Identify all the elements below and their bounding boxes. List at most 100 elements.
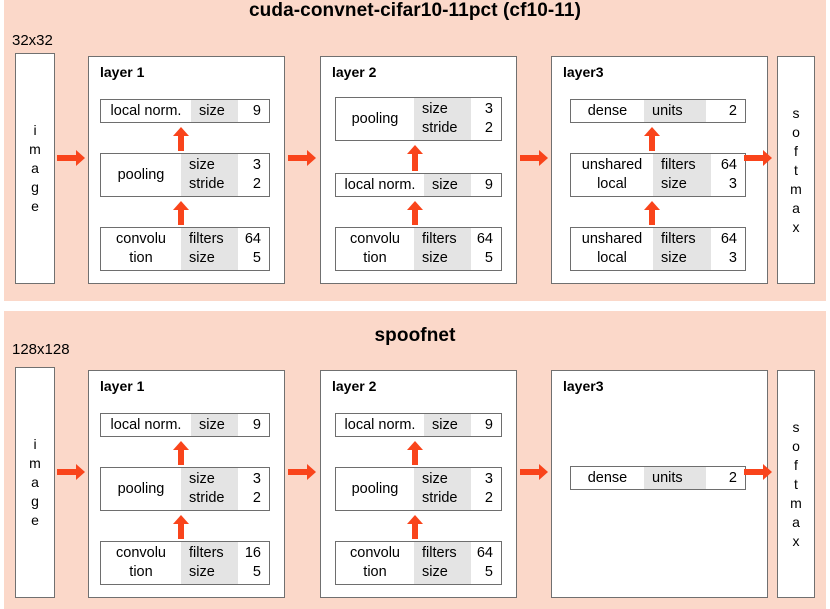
op-values: 64 3	[711, 154, 745, 196]
op-name: unshared local	[571, 228, 653, 270]
op-box-local-norm: local norm. size 9	[335, 413, 502, 437]
output-letter: o	[792, 437, 800, 454]
op-box-local-norm: local norm. size 9	[335, 173, 502, 197]
op-name: local norm.	[336, 174, 424, 196]
layer-label: layer 1	[100, 378, 145, 394]
layer-label: layer 2	[332, 378, 377, 394]
input-size-label-1: 128x128	[12, 341, 70, 358]
op-keys: size	[191, 414, 238, 436]
output-letter: x	[792, 218, 800, 235]
op-keys: size stride	[414, 98, 471, 140]
flow-arrow-up	[173, 441, 189, 465]
op-box-pooling: pooling size stride 3 2	[335, 97, 502, 141]
op-values: 9	[238, 100, 269, 122]
op-values: 64 3	[711, 228, 745, 270]
op-box-pooling: pooling size stride 3 2	[100, 467, 270, 511]
flow-arrow-layer2-to-layer3-1	[520, 464, 548, 480]
output-letter: m	[790, 494, 802, 511]
op-name: convolu tion	[101, 542, 181, 584]
network-title-0: cuda-convnet-cifar10-11pct (cf10-11)	[249, 0, 581, 21]
op-values: 3 2	[471, 98, 501, 140]
flow-arrow-up	[407, 441, 423, 465]
op-name: local norm.	[101, 100, 191, 122]
input-image-column-1: i m a g e	[15, 367, 55, 598]
op-keys: filters size	[181, 228, 238, 270]
op-keys: size	[424, 174, 471, 196]
op-box-convolution: convolu tion filters size 16 5	[100, 541, 270, 585]
layer-label: layer3	[563, 378, 604, 394]
layer-box-1-2: layer 2 local norm. size 9 pooling size …	[320, 370, 517, 598]
input-letter: a	[31, 474, 39, 490]
input-size-label-0: 32x32	[12, 32, 53, 49]
op-box-convolution: convolu tion filters size 64 5	[335, 541, 502, 585]
op-box-local-norm: local norm. size 9	[100, 413, 270, 437]
flow-arrow-up	[173, 201, 189, 225]
output-letter: s	[792, 104, 800, 121]
op-values: 3 2	[238, 154, 269, 196]
op-keys: size stride	[414, 468, 471, 510]
op-name: dense	[571, 100, 644, 122]
op-values: 3 2	[238, 468, 269, 510]
flow-arrow-layer3-to-softmax-1	[744, 464, 772, 480]
op-name: convolu tion	[101, 228, 181, 270]
op-name: pooling	[101, 468, 181, 510]
input-letter: i	[33, 122, 37, 138]
op-box-pooling: pooling size stride 3 2	[100, 153, 270, 197]
output-letter: t	[794, 161, 798, 178]
flow-arrow-up	[644, 201, 660, 225]
flow-arrow-up	[407, 515, 423, 539]
layer-label: layer3	[563, 64, 604, 80]
flow-arrow-layer1-to-layer2-0	[288, 150, 316, 166]
output-letter: m	[790, 180, 802, 197]
layer-box-0-2: layer 2 pooling size stride 3 2 local no…	[320, 56, 517, 284]
layer-label: layer 2	[332, 64, 377, 80]
op-values: 2	[706, 100, 745, 122]
op-values: 64 5	[471, 228, 501, 270]
op-values: 16 5	[238, 542, 269, 584]
op-values: 3 2	[471, 468, 501, 510]
op-keys: size stride	[181, 154, 238, 196]
op-keys: units	[644, 467, 706, 489]
input-image-column-0: i m a g e	[15, 53, 55, 284]
input-letter: g	[31, 179, 39, 195]
op-values: 9	[471, 174, 501, 196]
op-name: convolu tion	[336, 228, 414, 270]
op-name: local norm.	[336, 414, 424, 436]
input-letter: e	[31, 512, 39, 528]
network-title-1: spoofnet	[374, 325, 456, 346]
op-values: 9	[238, 414, 269, 436]
flow-arrow-image-to-layer1-0	[57, 150, 85, 166]
input-letter: g	[31, 493, 39, 509]
output-letter: a	[792, 199, 800, 216]
layer-box-1-3: layer3 dense units 2	[551, 370, 768, 598]
op-keys: units	[644, 100, 706, 122]
op-box-unshared-local: unshared local filters size 64 3	[570, 227, 746, 271]
output-letter: s	[792, 418, 800, 435]
op-name: pooling	[336, 468, 414, 510]
flow-arrow-image-to-layer1-1	[57, 464, 85, 480]
flow-arrow-up	[644, 127, 660, 151]
output-letter: t	[794, 475, 798, 492]
flow-arrow-up	[173, 515, 189, 539]
op-name: unshared local	[571, 154, 653, 196]
op-keys: filters size	[653, 228, 711, 270]
output-letter: f	[794, 456, 798, 473]
layer-box-0-1: layer 1 local norm. size 9 pooling size …	[88, 56, 285, 284]
output-letter: a	[792, 513, 800, 530]
op-box-pooling: pooling size stride 3 2	[335, 467, 502, 511]
op-values: 64 5	[238, 228, 269, 270]
op-keys: filters size	[181, 542, 238, 584]
flow-arrow-up	[407, 145, 423, 171]
op-keys: size	[191, 100, 238, 122]
flow-arrow-layer1-to-layer2-1	[288, 464, 316, 480]
op-box-dense: dense units 2	[570, 466, 746, 490]
op-name: pooling	[101, 154, 181, 196]
input-letter: m	[29, 455, 41, 471]
output-letter: x	[792, 532, 800, 549]
flow-arrow-up	[407, 201, 423, 225]
output-letter: o	[792, 123, 800, 140]
input-letter: m	[29, 141, 41, 157]
input-letter: e	[31, 198, 39, 214]
flow-arrow-up	[173, 127, 189, 151]
